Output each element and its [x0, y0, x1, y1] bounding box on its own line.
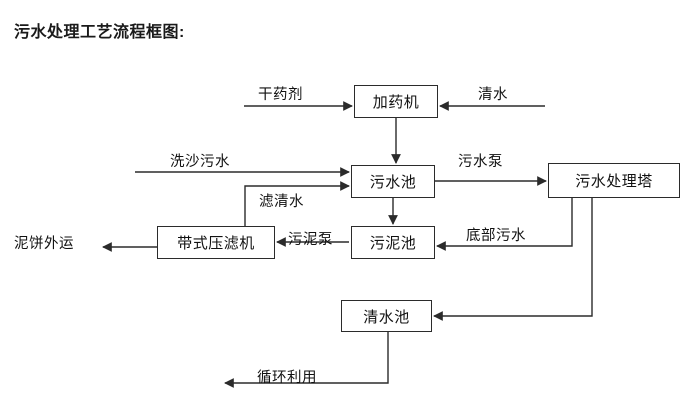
node-label: 污水池 [369, 174, 417, 191]
node-sludge-pool[interactable]: 污泥池 [351, 226, 435, 259]
node-treatment-tower[interactable]: 污水处理塔 [548, 163, 680, 198]
wire-tower-to-clear-water-pool [433, 198, 593, 321]
edge-label-bottom-sewage: 底部污水 [466, 228, 526, 244]
wire-filtered-water-to-sewage-pool [244, 181, 350, 226]
node-label: 污泥池 [369, 235, 417, 252]
terminal-sand-wash-sewage: 洗沙污水 [170, 154, 230, 170]
wire-tower-to-sludge-pool [436, 198, 573, 251]
node-label: 加药机 [372, 94, 420, 111]
node-dosing-machine[interactable]: 加药机 [354, 85, 438, 118]
edge-label-recycle-reuse: 循环利用 [257, 370, 317, 386]
terminal-mud-cake-out: 泥饼外运 [14, 236, 74, 252]
edge-label-sewage-pump: 污水泵 [458, 154, 503, 170]
node-belt-filter-press[interactable]: 带式压滤机 [157, 226, 275, 259]
wire-clear-water-pool-to-recycle [224, 332, 389, 388]
node-clear-water-pool[interactable]: 清水池 [341, 300, 432, 332]
edge-label-sludge-pump: 污泥泵 [288, 232, 333, 248]
node-label: 污水处理塔 [575, 173, 653, 190]
terminal-clean-water: 清水 [478, 87, 508, 103]
node-label: 带式压滤机 [177, 235, 255, 252]
page-title: 污水处理工艺流程框图: [14, 24, 185, 41]
node-label: 清水池 [363, 308, 410, 326]
node-sewage-pool[interactable]: 污水池 [351, 165, 435, 198]
edge-label-filtered-water: 滤清水 [259, 194, 304, 210]
terminal-dry-chemical: 干药剂 [258, 87, 303, 103]
